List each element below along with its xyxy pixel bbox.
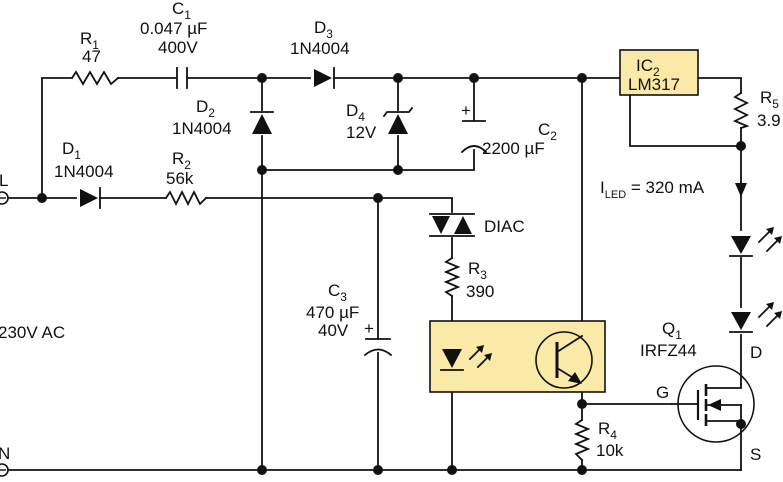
resistor-r2: R2 56k xyxy=(164,149,208,207)
resistor-r1: R1 47 xyxy=(70,29,120,86)
c2-capacitance: 2200 µF xyxy=(482,139,545,158)
mosfet-q1: Q1 IRFZ44 D G S xyxy=(640,319,762,464)
d4-voltage: 12V xyxy=(346,123,377,142)
resistor-r4: R4 10k xyxy=(573,418,624,462)
diode-d3: D3 1N4004 xyxy=(290,18,350,89)
d2-part: 1N4004 xyxy=(172,119,232,138)
r1-value: 47 xyxy=(82,47,101,66)
resistor-symbol xyxy=(70,70,120,86)
r3-value: 390 xyxy=(466,282,494,301)
diode-d1: D1 1N4004 xyxy=(54,139,114,209)
c2-plus: + xyxy=(461,101,471,120)
c3-voltage: 40V xyxy=(318,321,349,340)
q1-source-label: S xyxy=(750,445,761,464)
diode-symbol xyxy=(252,114,272,134)
zener-symbol xyxy=(388,114,408,134)
c2-ref: C2 xyxy=(538,120,557,143)
capacitor-c3: + C3 470 µF 40V xyxy=(306,281,393,357)
resistor-symbol xyxy=(573,418,591,462)
r1-ref: R1 xyxy=(80,29,99,52)
r2-ref: R2 xyxy=(172,149,191,172)
diode-symbol xyxy=(80,189,98,207)
neutral-label: N xyxy=(0,444,10,463)
phototransistor-symbol xyxy=(535,331,593,389)
junction-dot xyxy=(257,73,267,83)
capacitor-c2: + C2 2200 µF xyxy=(460,101,557,158)
r5-ref: R5 xyxy=(760,88,779,111)
regulator-ic2: IC2 LM317 xyxy=(619,49,699,96)
c1-ref: C1 xyxy=(172,0,191,22)
junction-dot xyxy=(257,465,267,475)
iled-label: ILED = 320 mA xyxy=(600,178,705,201)
junction-dot xyxy=(37,193,47,203)
q1-drain-label: D xyxy=(750,343,762,362)
d2-ref: D2 xyxy=(196,97,215,120)
led-symbol xyxy=(442,349,462,368)
resistor-r3: R3 390 xyxy=(443,256,494,301)
c3-plus: + xyxy=(364,319,374,338)
zener-d4: D4 12V xyxy=(346,101,414,142)
supply-voltage-label: 230V AC xyxy=(0,323,65,342)
diode-d2: D2 1N4004 xyxy=(172,97,274,138)
led-1 xyxy=(729,227,782,257)
ic2-ref: IC2 xyxy=(636,56,660,79)
d1-part: 1N4004 xyxy=(54,162,114,181)
junction-dot xyxy=(577,399,587,409)
junction-dot xyxy=(373,465,383,475)
r3-ref: R3 xyxy=(468,259,487,282)
junction-dot xyxy=(373,193,383,203)
q1-ref: Q1 xyxy=(662,319,682,342)
resistor-symbol xyxy=(443,256,461,298)
junction-dot xyxy=(577,73,587,83)
led-symbol xyxy=(731,236,751,254)
junction-dot xyxy=(577,465,587,475)
ic2-part: LM317 xyxy=(628,75,680,94)
r4-value: 10k xyxy=(596,441,624,460)
junction-dot xyxy=(469,73,479,83)
q1-gate-label: G xyxy=(656,383,669,402)
line-label: L xyxy=(0,171,8,190)
d4-ref: D4 xyxy=(346,101,365,124)
supply-neutral-terminal: N xyxy=(0,444,10,477)
diode-symbol xyxy=(314,69,332,87)
diac: DIAC xyxy=(429,213,525,237)
resistor-symbol xyxy=(164,189,208,207)
optocoupler xyxy=(429,320,606,393)
r5-value: 3.9 xyxy=(757,111,781,130)
capacitor-c1: C1 0.047 µF 400V xyxy=(140,0,207,89)
junction-dot xyxy=(736,141,746,151)
d3-ref: D3 xyxy=(314,18,333,41)
diac-label: DIAC xyxy=(484,217,525,236)
junction-dot xyxy=(393,165,403,175)
d1-ref: D1 xyxy=(62,139,81,162)
led-2 xyxy=(729,302,782,333)
c1-voltage: 400V xyxy=(158,38,198,57)
led-current-annotation: ILED = 320 mA xyxy=(600,178,747,201)
d3-part: 1N4004 xyxy=(290,39,350,58)
c1-capacitance: 0.047 µF xyxy=(140,19,207,38)
led-symbol xyxy=(731,312,751,330)
r2-value: 56k xyxy=(166,169,194,188)
ic2-body xyxy=(619,49,699,96)
diac-symbol xyxy=(432,216,450,234)
r4-ref: R4 xyxy=(598,419,617,442)
c3-capacitance: 470 µF xyxy=(306,303,359,322)
current-arrow-icon xyxy=(735,183,747,197)
resistor-r5: R5 3.9 xyxy=(732,88,781,130)
junction-dot xyxy=(447,465,457,475)
q1-part: IRFZ44 xyxy=(640,341,697,360)
junction-dot xyxy=(393,73,403,83)
junctions xyxy=(37,73,746,475)
junction-dot xyxy=(257,165,267,175)
c3-ref: C3 xyxy=(328,281,347,304)
resistor-symbol xyxy=(732,91,750,130)
supply-line-terminal: L xyxy=(0,171,9,205)
